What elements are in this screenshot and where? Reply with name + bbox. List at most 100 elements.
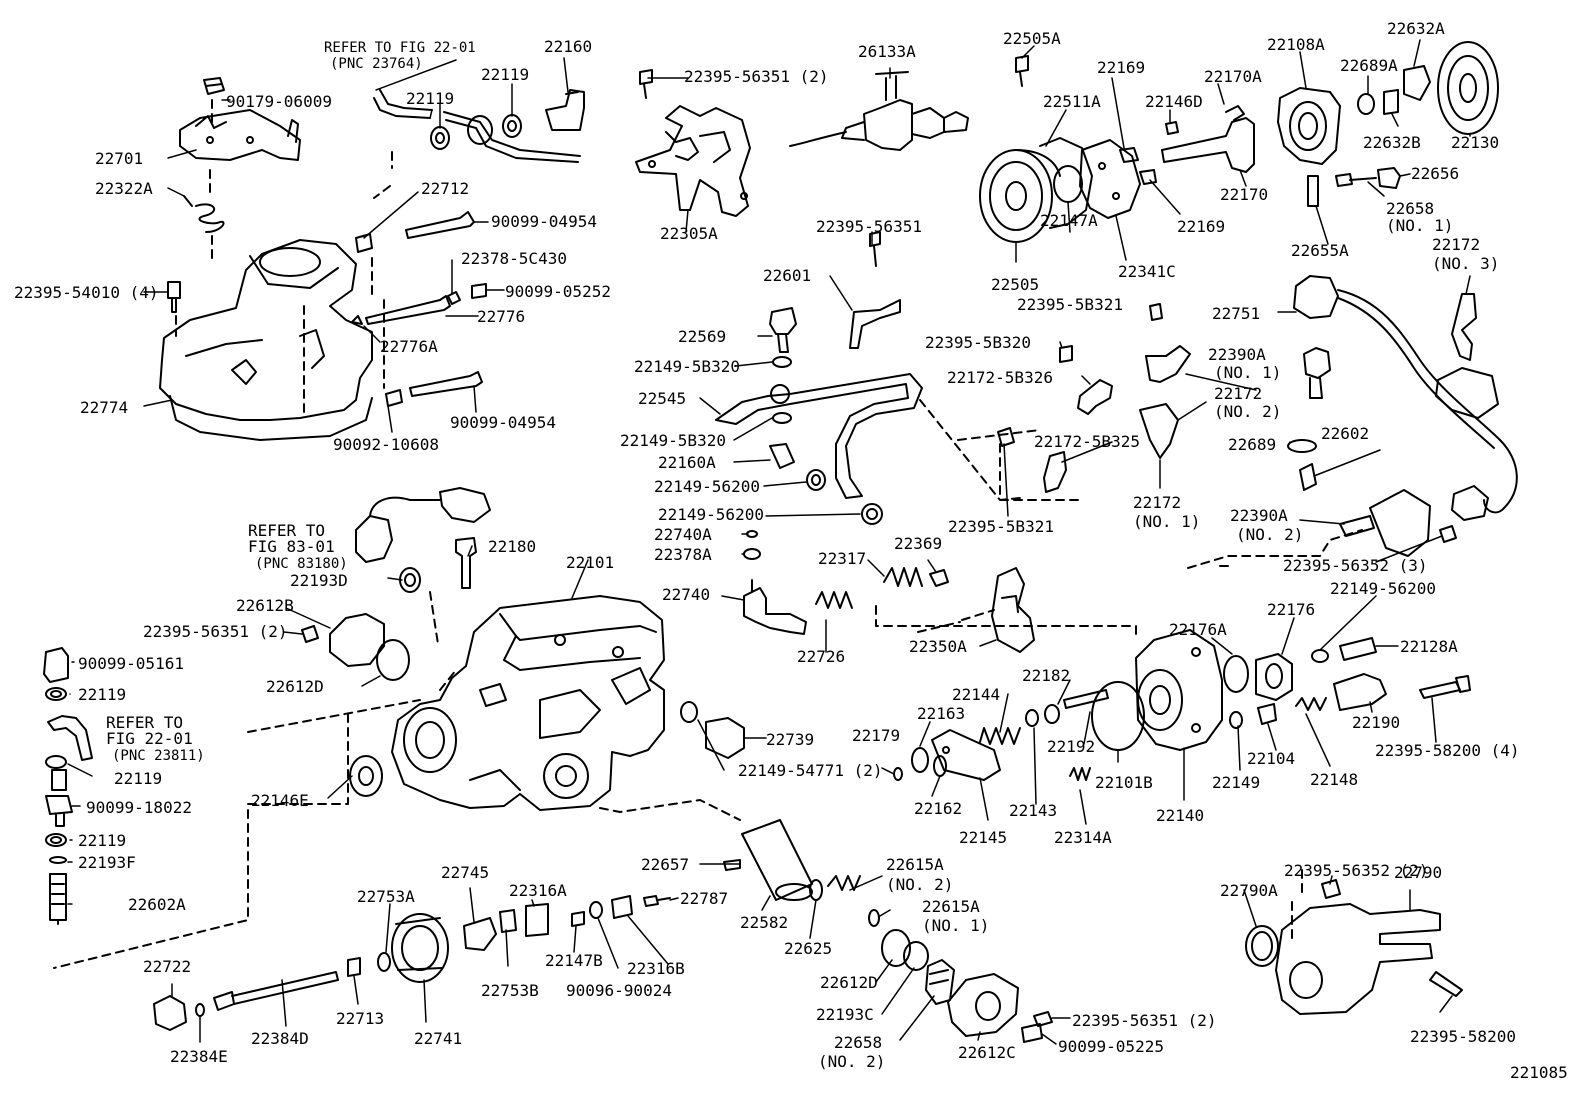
part-number-22130: 22130 [1451,133,1500,152]
part-number-22395-58200: 22395-58200 [1410,1027,1516,1046]
part-number-22101B: 22101B [1095,773,1153,792]
part-number-qualifier: (NO. 1) [922,916,990,935]
valve-assembly-group [1245,869,1463,1015]
part-number-22169: 22169 [1177,217,1226,236]
part-number-22193F: 22193F [78,853,136,872]
part-number-22350A: 22350A [909,637,967,656]
part-number-qualifier: (NO. 3) [1432,254,1500,273]
part-number-22602A: 22602A [128,895,186,914]
part-number-22787: 22787 [680,889,729,908]
reference-note-line: (PNC 23764) [330,56,423,72]
part-number-qualifier: (NO. 2) [818,1052,886,1071]
part-number-22182: 22182 [1022,666,1071,685]
part-number-22658: 22658 [1386,199,1435,218]
part-number-qualifier: (NO. 1) [1133,512,1201,531]
part-number-22316A: 22316A [509,881,567,900]
part-number-22149-56200: 22149-56200 [1330,579,1436,598]
part-number-qualifier: (NO. 1) [1214,363,1282,382]
distributor-head-group [893,629,1471,781]
leader-lines [67,39,1471,1045]
part-number-22160: 22160 [544,37,593,56]
part-number-22378-5C430: 22378-5C430 [461,249,567,268]
part-number-22395-5B321: 22395-5B321 [948,517,1054,536]
part-number-22740A: 22740A [654,525,712,544]
part-number-qualifier: (NO. 2) [886,875,954,894]
part-number-22612C: 22612C [958,1043,1016,1062]
part-number-22190: 22190 [1352,713,1401,732]
part-number-22395-56351: 22395-56351 (2) [143,622,288,641]
part-number-22390A: 22390A [1208,345,1266,364]
reference-note-line: REFER TO FIG 22-01 [324,40,476,56]
part-number-22689: 22689 [1228,435,1277,454]
part-number-22722: 22722 [143,957,192,976]
part-number-22569: 22569 [678,327,727,346]
reference-note-line: FIG 83-01 [248,537,335,556]
part-number-22149-56200: 22149-56200 [654,477,760,496]
part-number-22148: 22148 [1310,770,1359,789]
part-number-22602: 22602 [1321,424,1370,443]
governor-cover-group [159,77,373,441]
part-number-qualifier: (NO. 2) [1236,525,1304,544]
reference-note-line: REFER TO [248,521,326,540]
part-number-90096-90024: 90096-90024 [566,981,672,1000]
part-number-22322A: 22322A [95,179,153,198]
part-number-90099-18022: 90099-18022 [86,798,192,817]
part-number-26133A: 26133A [858,42,916,61]
part-number-22172: 22172 [1214,384,1263,403]
part-number-22395-56352: 22395-56352 (3) [1283,556,1428,575]
part-number-qualifier: (NO. 1) [1386,216,1454,235]
part-number-22145: 22145 [959,828,1008,847]
part-number-22753A: 22753A [357,887,415,906]
part-number-22739: 22739 [766,730,815,749]
part-number-22170: 22170 [1220,185,1269,204]
part-number-22615A: 22615A [922,897,980,916]
part-number-22305A: 22305A [660,224,718,243]
part-number-22745: 22745 [441,863,490,882]
part-number-22143: 22143 [1009,801,1058,820]
part-number-22601: 22601 [763,266,812,285]
part-number-90099-05161: 90099-05161 [78,654,184,673]
part-number-22390A: 22390A [1230,506,1288,525]
part-number-22160A: 22160A [658,453,716,472]
part-number-22176: 22176 [1267,600,1316,619]
part-number-22632B: 22632B [1363,133,1421,152]
pump-body-group [53,487,745,969]
reference-note-line: (PNC 83180) [255,556,348,572]
part-number-22119: 22119 [78,831,127,850]
part-number-22140: 22140 [1156,806,1205,825]
part-number-qualifier: (NO. 2) [1214,402,1282,421]
part-number-22180: 22180 [488,537,537,556]
part-number-22582: 22582 [740,913,789,932]
part-number-22712: 22712 [421,179,470,198]
part-number-22193C: 22193C [816,1005,874,1024]
part-number-22101: 22101 [566,553,615,572]
part-number-22740: 22740 [662,585,711,604]
part-number-22149-54771: 22149-54771 (2) [738,761,883,780]
part-number-22395-56352: 22395-56352 (2) [1284,861,1429,880]
part-number-22179: 22179 [852,726,901,745]
part-number-22713: 22713 [336,1009,385,1028]
part-number-22119: 22119 [114,769,163,788]
part-number-22395-5B321: 22395-5B321 [1017,295,1123,314]
reference-note-line: REFER TO [106,713,184,732]
part-number-22162: 22162 [914,799,963,818]
part-number-22395-56351: 22395-56351 (2) [684,67,829,86]
part-number-22545: 22545 [638,389,687,408]
part-number-22119: 22119 [406,89,455,108]
lever-and-solenoid-group [635,69,1137,653]
part-number-22170A: 22170A [1204,67,1262,86]
part-number-22657: 22657 [641,855,690,874]
part-number-22149-56200: 22149-56200 [658,505,764,524]
part-number-22172-5B326: 22172-5B326 [947,368,1053,387]
reference-note-line: FIG 22-01 [106,729,193,748]
part-number-22658: 22658 [834,1033,883,1052]
part-number-90099-04954: 90099-04954 [491,212,597,231]
reference-note-line: (PNC 23811) [112,748,205,764]
part-number-22790: 22790 [1394,863,1443,882]
part-number-22144: 22144 [952,685,1001,704]
part-number-22612D: 22612D [820,973,878,992]
part-number-22612B: 22612B [236,596,294,615]
part-number-22753B: 22753B [481,981,539,1000]
